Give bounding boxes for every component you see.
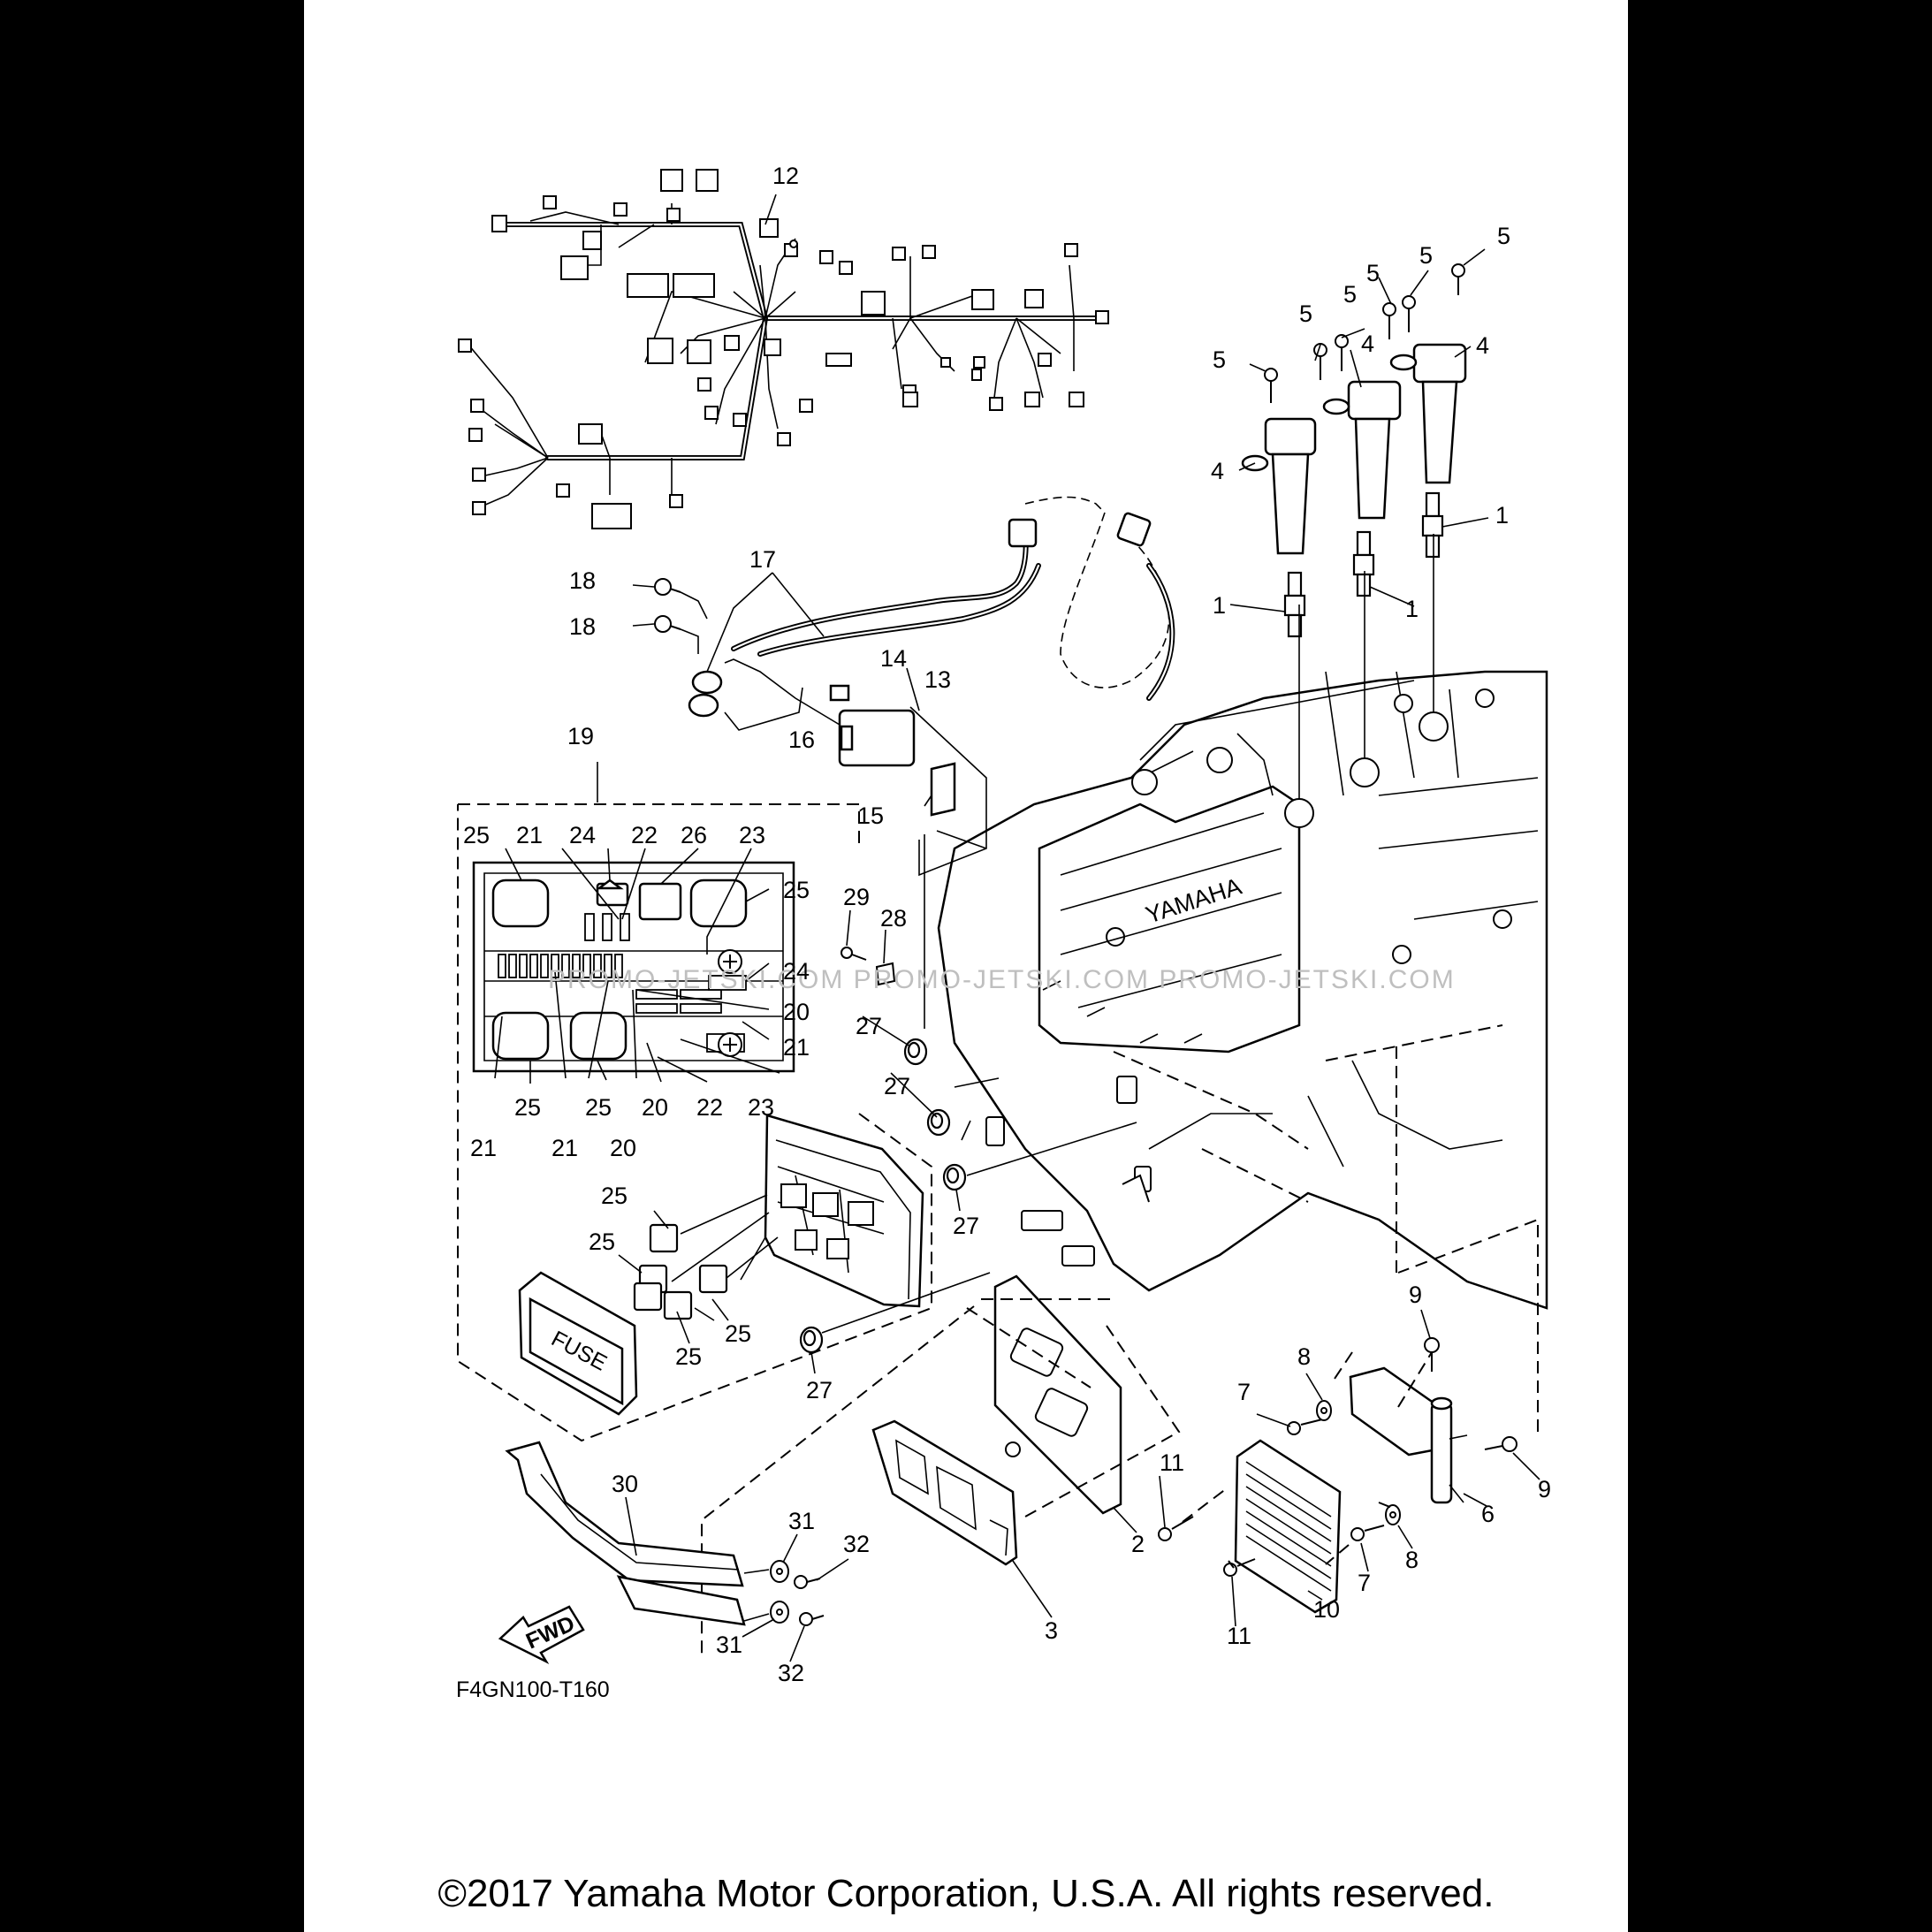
callout-29: 29 [843,884,870,910]
ecu-bracket[interactable] [871,1419,1018,1566]
callout-24: 24 [783,958,810,985]
callout-8: 8 [1405,1547,1419,1573]
callout-21: 21 [516,822,543,848]
bracket-bolts[interactable] [1158,1337,1517,1577]
ignition-coils[interactable] [1241,343,1467,555]
callout-14: 14 [880,645,907,672]
callout-22: 22 [631,822,658,848]
callout-5: 5 [1366,260,1380,286]
callout-17: 17 [749,546,776,573]
washers[interactable] [770,1560,789,1624]
callout-27: 27 [806,1377,833,1403]
callout-20: 20 [783,999,810,1025]
rectifier-regulator[interactable] [1234,1439,1342,1614]
callout-11: 11 [1227,1623,1251,1649]
callout-25: 25 [463,822,490,848]
callout-5: 5 [1213,346,1226,373]
callout-10: 10 [1313,1596,1340,1623]
wire-harness[interactable] [458,169,1109,529]
callout-15: 15 [857,802,884,829]
callout-5: 5 [1419,242,1433,269]
callout-25: 25 [601,1183,628,1209]
sub-harness[interactable] [688,496,1175,817]
callout-1: 1 [1405,596,1419,622]
callout-13: 13 [924,666,951,693]
callout-27: 27 [953,1213,979,1239]
copyright-notice: ©2017 Yamaha Motor Corporation, U.S.A. A… [437,1872,1495,1915]
callout-6: 6 [1481,1501,1495,1527]
callout-20: 20 [610,1135,636,1161]
bracket-30[interactable] [505,1441,746,1626]
callout-5: 5 [1299,300,1312,327]
callouts: 12 5 5 5 5 5 5 4 4 4 1 1 1 18 18 17 14 1… [463,163,1551,1686]
callout-21: 21 [783,1034,810,1061]
callout-18: 18 [569,567,596,594]
relays[interactable] [633,1223,728,1320]
screws-32[interactable] [794,1575,825,1626]
callout-5: 5 [1343,281,1357,308]
bracket-6[interactable] [1349,1366,1468,1504]
callout-30: 30 [612,1471,638,1497]
callout-24: 24 [569,822,596,848]
callout-25: 25 [725,1320,751,1347]
callout-21: 21 [551,1135,578,1161]
callout-25: 25 [783,877,810,903]
callout-12: 12 [772,163,799,189]
callout-5: 5 [1497,223,1510,249]
spark-plugs[interactable] [1283,491,1444,638]
fuse-box-cover[interactable]: FUSE [518,1271,638,1416]
callout-25: 25 [514,1094,541,1121]
callout-1: 1 [1495,502,1509,529]
callout-4: 4 [1211,458,1224,484]
engine-brand-label: YAMAHA [1143,873,1245,929]
callout-4: 4 [1476,332,1489,359]
engine-connectors[interactable] [985,1076,1152,1266]
engine-block: YAMAHA [937,670,1548,1310]
callout-25: 25 [675,1343,702,1370]
callout-23: 23 [739,822,765,848]
callout-32: 32 [843,1531,870,1557]
callout-26: 26 [681,822,707,848]
callout-21: 21 [470,1135,497,1161]
callout-18: 18 [569,613,596,640]
diagram-code: F4GN100-T160 [456,1677,610,1702]
callout-11: 11 [1160,1449,1184,1476]
callout-8: 8 [1297,1343,1311,1370]
clip-28[interactable] [875,962,896,986]
callout-16: 16 [788,726,815,753]
leader-lines [632,248,1489,807]
grommets[interactable] [799,1038,967,1354]
callout-25: 25 [585,1094,612,1121]
callout-7: 7 [1358,1570,1371,1596]
callout-32: 32 [778,1660,804,1686]
callout-28: 28 [880,905,907,932]
callout-31: 31 [788,1508,815,1534]
callout-9: 9 [1409,1282,1422,1308]
callout-7: 7 [1237,1379,1251,1405]
watermark: PROMO-JETSKI.COM PROMO-JETSKI.COM PROMO-… [548,965,1456,994]
callout-4: 4 [1361,331,1374,357]
fuse-box[interactable] [764,1114,924,1308]
callout-2: 2 [1131,1531,1145,1557]
callout-19: 19 [567,723,594,749]
callout-31: 31 [716,1632,742,1658]
callout-3: 3 [1045,1617,1058,1644]
fwd-arrow: FWD [498,1605,585,1665]
harness-bolts[interactable] [654,578,681,633]
fuse-box-detail[interactable] [457,762,932,1442]
callout-22: 22 [696,1094,723,1121]
callout-27: 27 [884,1073,910,1099]
ecu[interactable] [993,1274,1122,1515]
callout-25: 25 [589,1228,615,1255]
callout-23: 23 [748,1094,774,1121]
screw-29[interactable] [840,947,867,961]
callout-20: 20 [642,1094,668,1121]
callout-9: 9 [1538,1476,1551,1502]
callout-1: 1 [1213,592,1226,619]
